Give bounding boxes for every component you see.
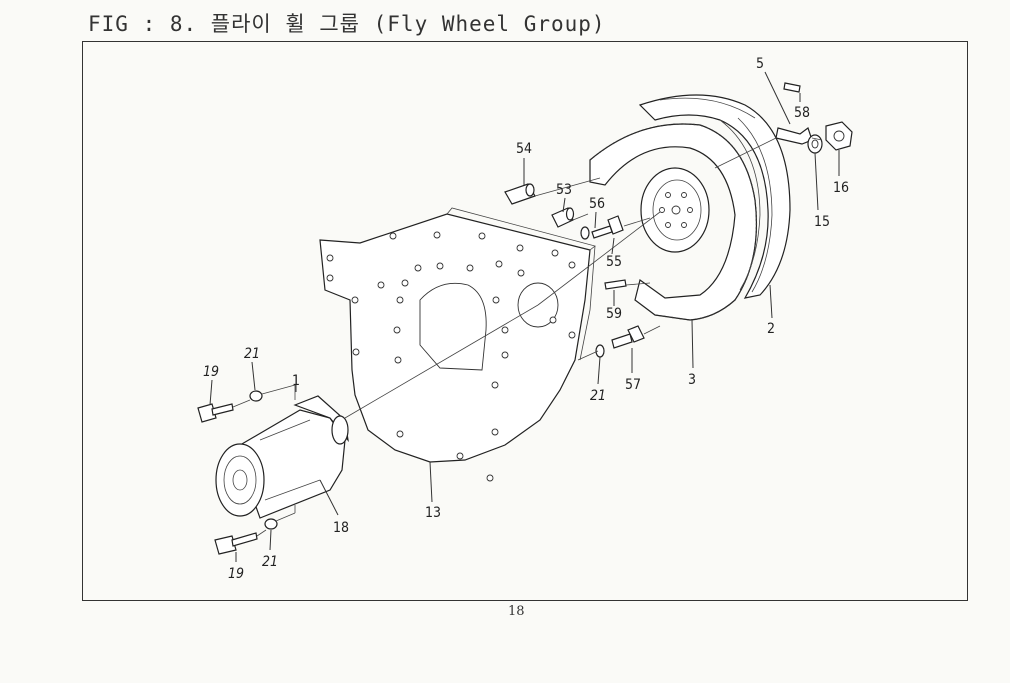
dowel-pin-54 bbox=[504, 183, 536, 205]
callout-56: 56 bbox=[589, 196, 605, 212]
callout-2: 2 bbox=[767, 321, 775, 337]
bolt-57 bbox=[611, 325, 645, 349]
lock-washer-15 bbox=[807, 134, 823, 154]
callout-16: 16 bbox=[833, 180, 849, 196]
callout-59: 59 bbox=[606, 306, 622, 322]
callout-19-top: 19 bbox=[203, 364, 219, 380]
washer-56 bbox=[580, 226, 590, 240]
nut-16 bbox=[825, 121, 853, 151]
pin-59 bbox=[604, 279, 627, 290]
callout-1: 1 bbox=[292, 373, 300, 389]
callout-54: 54 bbox=[516, 141, 532, 157]
diagram-frame bbox=[82, 41, 968, 601]
bolt-55 bbox=[591, 215, 624, 239]
bolt-19-bottom bbox=[214, 532, 258, 555]
ring-gear bbox=[589, 123, 758, 321]
flywheel-bolt-5 bbox=[775, 127, 813, 145]
pin-58 bbox=[783, 82, 801, 93]
callout-58: 58 bbox=[794, 105, 810, 121]
callout-3: 3 bbox=[688, 372, 696, 388]
bolt-19-top bbox=[197, 403, 234, 423]
flywheel-housing-plate bbox=[319, 207, 596, 482]
page-number: 18 bbox=[508, 604, 525, 619]
assembly-lines bbox=[232, 137, 823, 537]
callout-labels: 5 58 54 53 56 55 59 16 15 2 3 57 21 21 1… bbox=[203, 56, 849, 582]
figure-title: FIG : 8. 플라이 휠 그룹 (Fly Wheel Group) bbox=[88, 12, 606, 36]
callout-15: 15 bbox=[814, 214, 830, 230]
callout-21-middle: 21 bbox=[590, 388, 606, 404]
callout-19-bottom: 19 bbox=[228, 566, 244, 582]
washer-21-top bbox=[249, 390, 263, 402]
starter-motor bbox=[215, 395, 349, 519]
callout-21-bottom: 21 bbox=[262, 554, 278, 570]
callout-55: 55 bbox=[606, 254, 622, 270]
callout-57: 57 bbox=[625, 377, 641, 393]
washer-21-bottom bbox=[264, 518, 278, 530]
flywheel bbox=[638, 94, 791, 299]
leader-lines bbox=[209, 71, 840, 562]
callout-53: 53 bbox=[556, 182, 572, 198]
callout-5: 5 bbox=[756, 56, 764, 72]
callout-21-top: 21 bbox=[244, 346, 260, 362]
callout-18: 18 bbox=[333, 520, 349, 536]
callout-13: 13 bbox=[425, 505, 441, 521]
